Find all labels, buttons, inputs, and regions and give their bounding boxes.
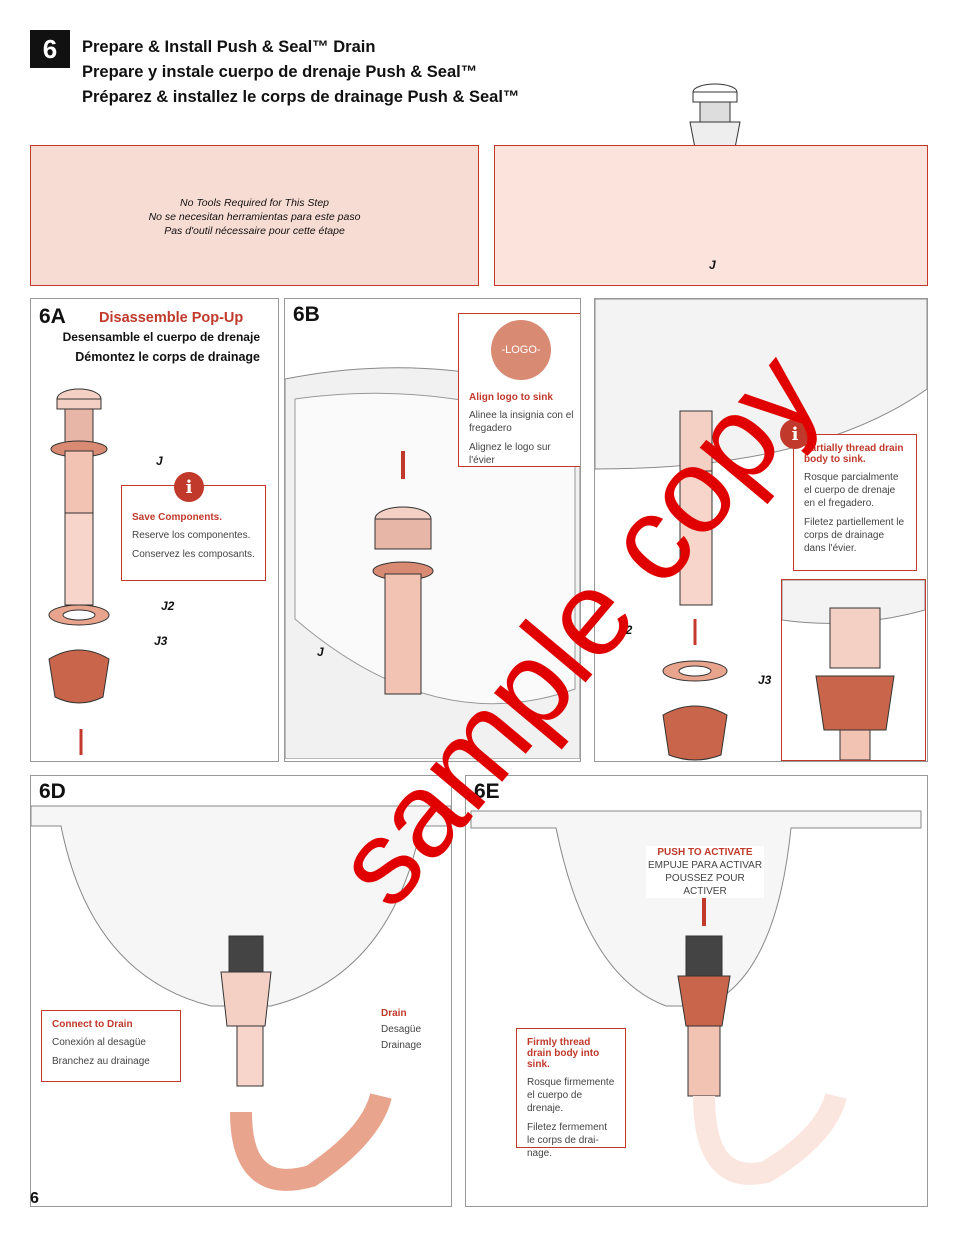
info-icon: i xyxy=(174,472,204,502)
thread-detail-illustration xyxy=(781,579,926,761)
part-j-label-6b: J xyxy=(317,645,324,659)
firmly-thread-callout: Firmly thread drain body into sink. Rosq… xyxy=(516,1028,626,1159)
panel-6d: 6D Connect to Drain Conexión al desagüe … xyxy=(30,775,452,1207)
callout-6b-en: Align logo to sink xyxy=(469,392,553,403)
callout-6c-es: Rosque parcialmente el cuerpo de drenaje… xyxy=(804,472,899,509)
panel-6e-label: 6E xyxy=(474,780,500,803)
drain-fr: Drainage xyxy=(381,1040,422,1051)
panel-6d-label: 6D xyxy=(39,780,66,803)
panel-6b: 6B J -LOGO- Align logo to sink Alinee la… xyxy=(284,298,581,762)
panel-6c: 6C J2 J3 i Partially thread drain body t… xyxy=(594,298,928,762)
panel-6a-heading-fr: Démontez le corps de drainage xyxy=(75,350,260,364)
panel-6a-label: 6A xyxy=(39,305,66,328)
sink-6d-illustration xyxy=(31,805,451,1191)
push-to-activate-label: PUSH TO ACTIVATE EMPUJE PARA ACTIVAR POU… xyxy=(646,846,764,898)
sink-6c-illustration xyxy=(595,299,927,761)
info-icon: i xyxy=(780,419,810,449)
part-j2-label-6c: J2 xyxy=(619,623,633,637)
title-es: Prepare y instale cuerpo de drenaje Push… xyxy=(82,63,478,81)
page-number: 6 xyxy=(30,1190,39,1207)
align-logo-callout: -LOGO- Align logo to sink Alinee la insi… xyxy=(458,313,580,467)
part-j-label: J xyxy=(709,258,716,272)
drain-parts-exploded xyxy=(48,388,110,755)
callout-6e-es: Rosque firmemente el cuerpo de drenaje. xyxy=(527,1077,615,1114)
partially-thread-callout: i Partially thread drain body to sink. R… xyxy=(780,419,917,571)
drain-en: Drain xyxy=(381,1008,407,1019)
part-j3-label-6c: J3 xyxy=(758,673,772,687)
panel-6a: 6A Disassemble Pop-Up Desensamble el cue… xyxy=(30,298,279,762)
part-j3-label-6a: J3 xyxy=(154,634,168,648)
title-fr: Préparez & installez le corps de drainag… xyxy=(82,88,520,106)
panel-6a-heading-es: Desensamble el cuerpo de drenaje xyxy=(62,330,260,344)
tools-box: No Tools Required for This Step No se ne… xyxy=(30,145,479,286)
panel-6e: 6E PUSH TO ACTIVATE EMPUJE PARA ACTIVAR … xyxy=(465,775,928,1207)
title-en: Prepare & Install Push & Seal™ Drain xyxy=(82,38,376,56)
callout-6a-fr: Conservez les composants. xyxy=(132,549,255,560)
callout-6d-connect-fr: Branchez au drainage xyxy=(52,1056,150,1067)
drain-es: Desagüe xyxy=(381,1024,422,1035)
callout-6e-fr: Filetez fermement le corps de drai-nage. xyxy=(527,1122,608,1159)
callout-6d-connect-es: Conexión al desagüe xyxy=(52,1037,146,1048)
logo-badge: -LOGO- xyxy=(491,320,551,380)
drain-label: Drain Desagüe Drainage xyxy=(381,1006,422,1054)
part-j-label-6a: J xyxy=(156,454,163,468)
push-fr: POUSSEZ POUR ACTIVER xyxy=(665,873,745,897)
callout-6c-en: Partially thread drain body to sink. xyxy=(804,443,904,465)
tools-es: No se necesitan herramientas para este p… xyxy=(148,211,361,223)
callout-6d-connect-en: Connect to Drain xyxy=(52,1019,133,1030)
parts-box: J xyxy=(494,145,928,286)
tools-en: No Tools Required for This Step xyxy=(179,197,330,209)
callout-6b-fr: Alignez le logo sur l'évier xyxy=(469,442,551,466)
panel-6b-label: 6B xyxy=(293,303,320,326)
push-es: EMPUJE PARA ACTIVAR xyxy=(647,860,763,871)
part-j2-label-6a: J2 xyxy=(161,599,175,613)
callout-6e-en: Firmly thread drain body into sink. xyxy=(527,1037,600,1070)
callout-6c-fr: Filetez partiellement le corps de draina… xyxy=(804,517,905,554)
callout-6a-es: Reserve los componentes. xyxy=(132,530,251,541)
callout-6a-en: Save Components. xyxy=(132,512,223,523)
detail-inset xyxy=(781,579,926,761)
callout-6b-es: Alinee la insignia con el fregadero xyxy=(469,410,574,434)
sink-6e-illustration xyxy=(470,810,922,1185)
step-number: 6 xyxy=(30,30,70,68)
connect-drain-callout: Connect to Drain Conexión al desagüe Bra… xyxy=(41,1010,181,1082)
push-en: PUSH TO ACTIVATE xyxy=(657,847,753,858)
panel-6a-heading-en: Disassemble Pop-Up xyxy=(99,310,244,326)
save-components-callout: i Save Components. Reserve los component… xyxy=(121,472,266,581)
tools-fr: Pas d'outil nécessaire pour cette étape xyxy=(164,225,345,237)
